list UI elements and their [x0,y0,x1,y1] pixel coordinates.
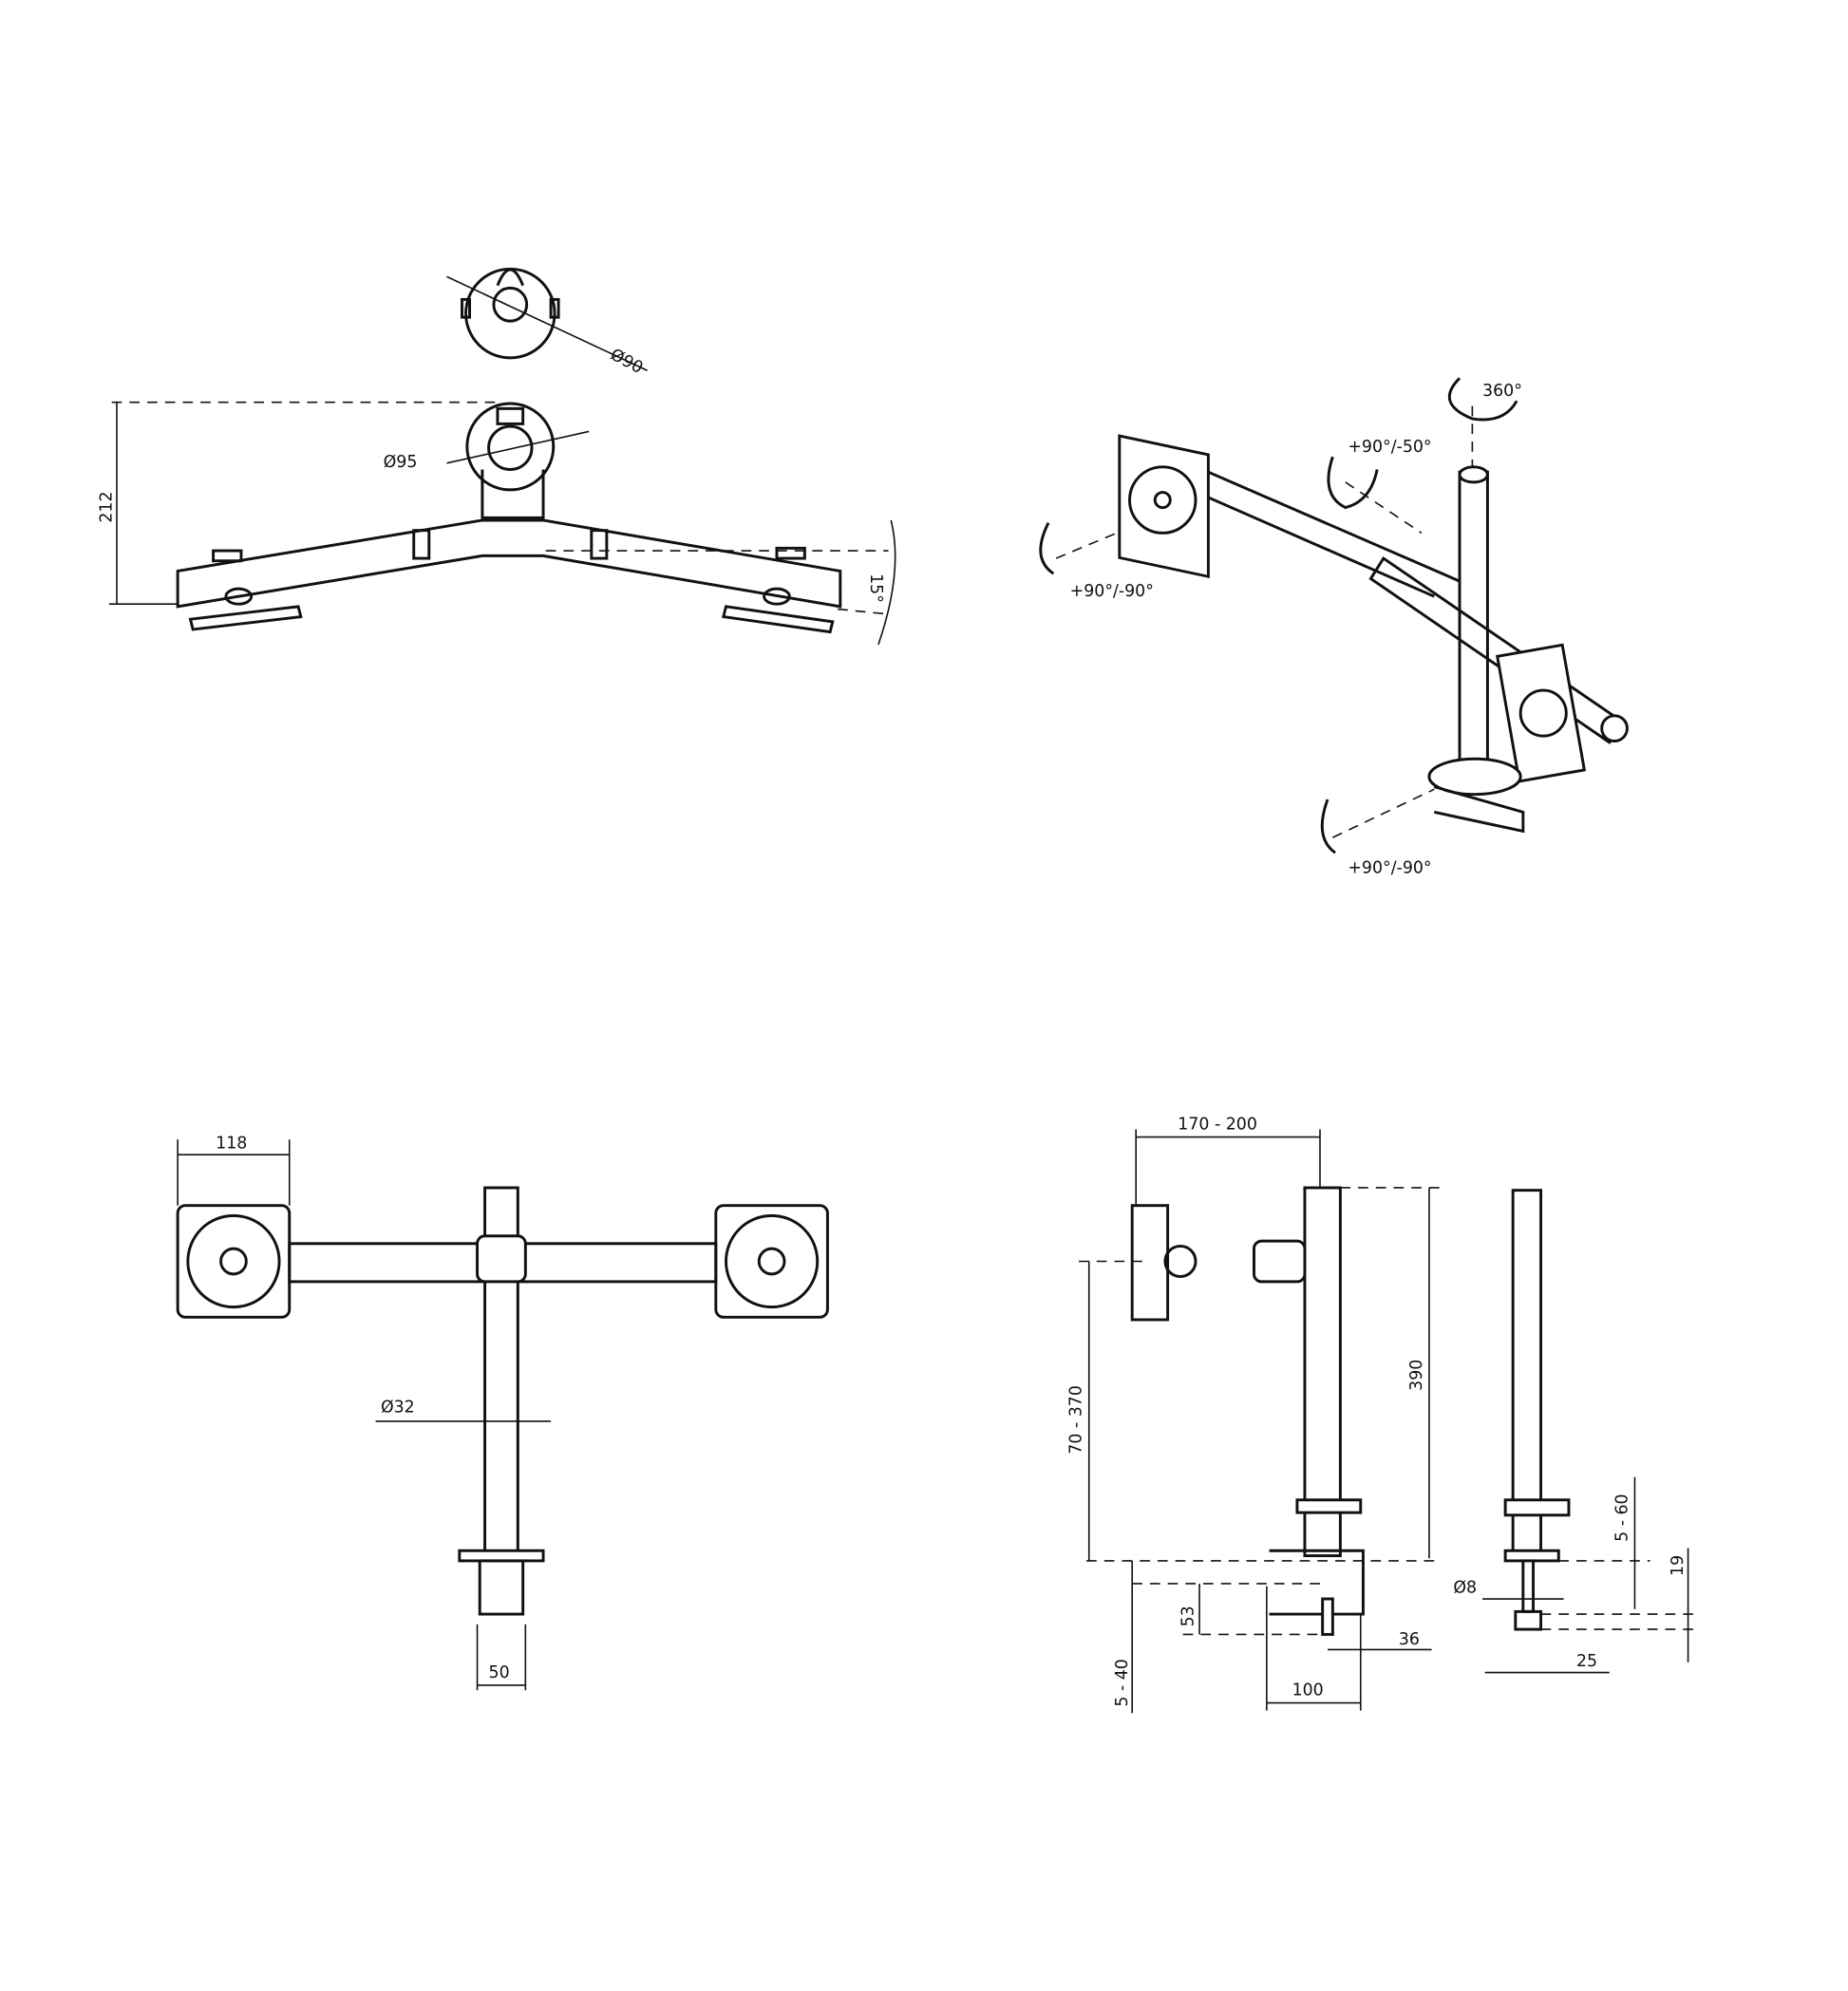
side-view: 170 - 200 390 70 - 370 5 - 40 53 36 100 [1067,1116,1440,1714]
height-212-label: 212 [98,492,117,523]
desk-thickness-label: 5 - 40 [1113,1659,1132,1706]
dia-90-label: Ø90 [607,346,646,378]
top-view: Ø90 212 Ø95 15° [98,267,896,646]
pole-dia-label: Ø32 [381,1399,415,1418]
iso-view: 360° +90°/-50° +90°/-90° +90°/-90° [1039,377,1629,878]
bolt-offset-label: 25 [1576,1652,1597,1671]
pole-height-label: 390 [1407,1360,1426,1391]
dia-95-label: Ø95 [384,453,418,472]
plate-height-label: 19 [1669,1555,1688,1576]
plate-width-label: 118 [216,1135,247,1154]
clamp-width-label: 50 [489,1663,510,1682]
rot-arm-label: +90°/-50° [1348,438,1431,457]
grommet-view: 5 - 60 19 Ø8 25 [1453,1189,1699,1674]
base-depth-label: 100 [1292,1681,1324,1700]
bolt-dia-label: Ø8 [1453,1578,1477,1597]
reach-label: 170 - 200 [1178,1116,1257,1135]
front-view: 118 Ø32 50 [176,1135,829,1691]
rot-base-label: +90°/-90° [1348,859,1431,878]
rot-360-label: 360° [1482,382,1522,401]
grommet-desk-label: 5 - 60 [1612,1493,1631,1541]
angle-15-label: 15° [866,573,885,603]
rot-plate-label: +90°/-90° [1070,582,1154,601]
clamp-depth-label: 53 [1179,1606,1197,1626]
screw-offset-label: 36 [1399,1630,1420,1649]
height-range-label: 70 - 370 [1067,1385,1086,1455]
